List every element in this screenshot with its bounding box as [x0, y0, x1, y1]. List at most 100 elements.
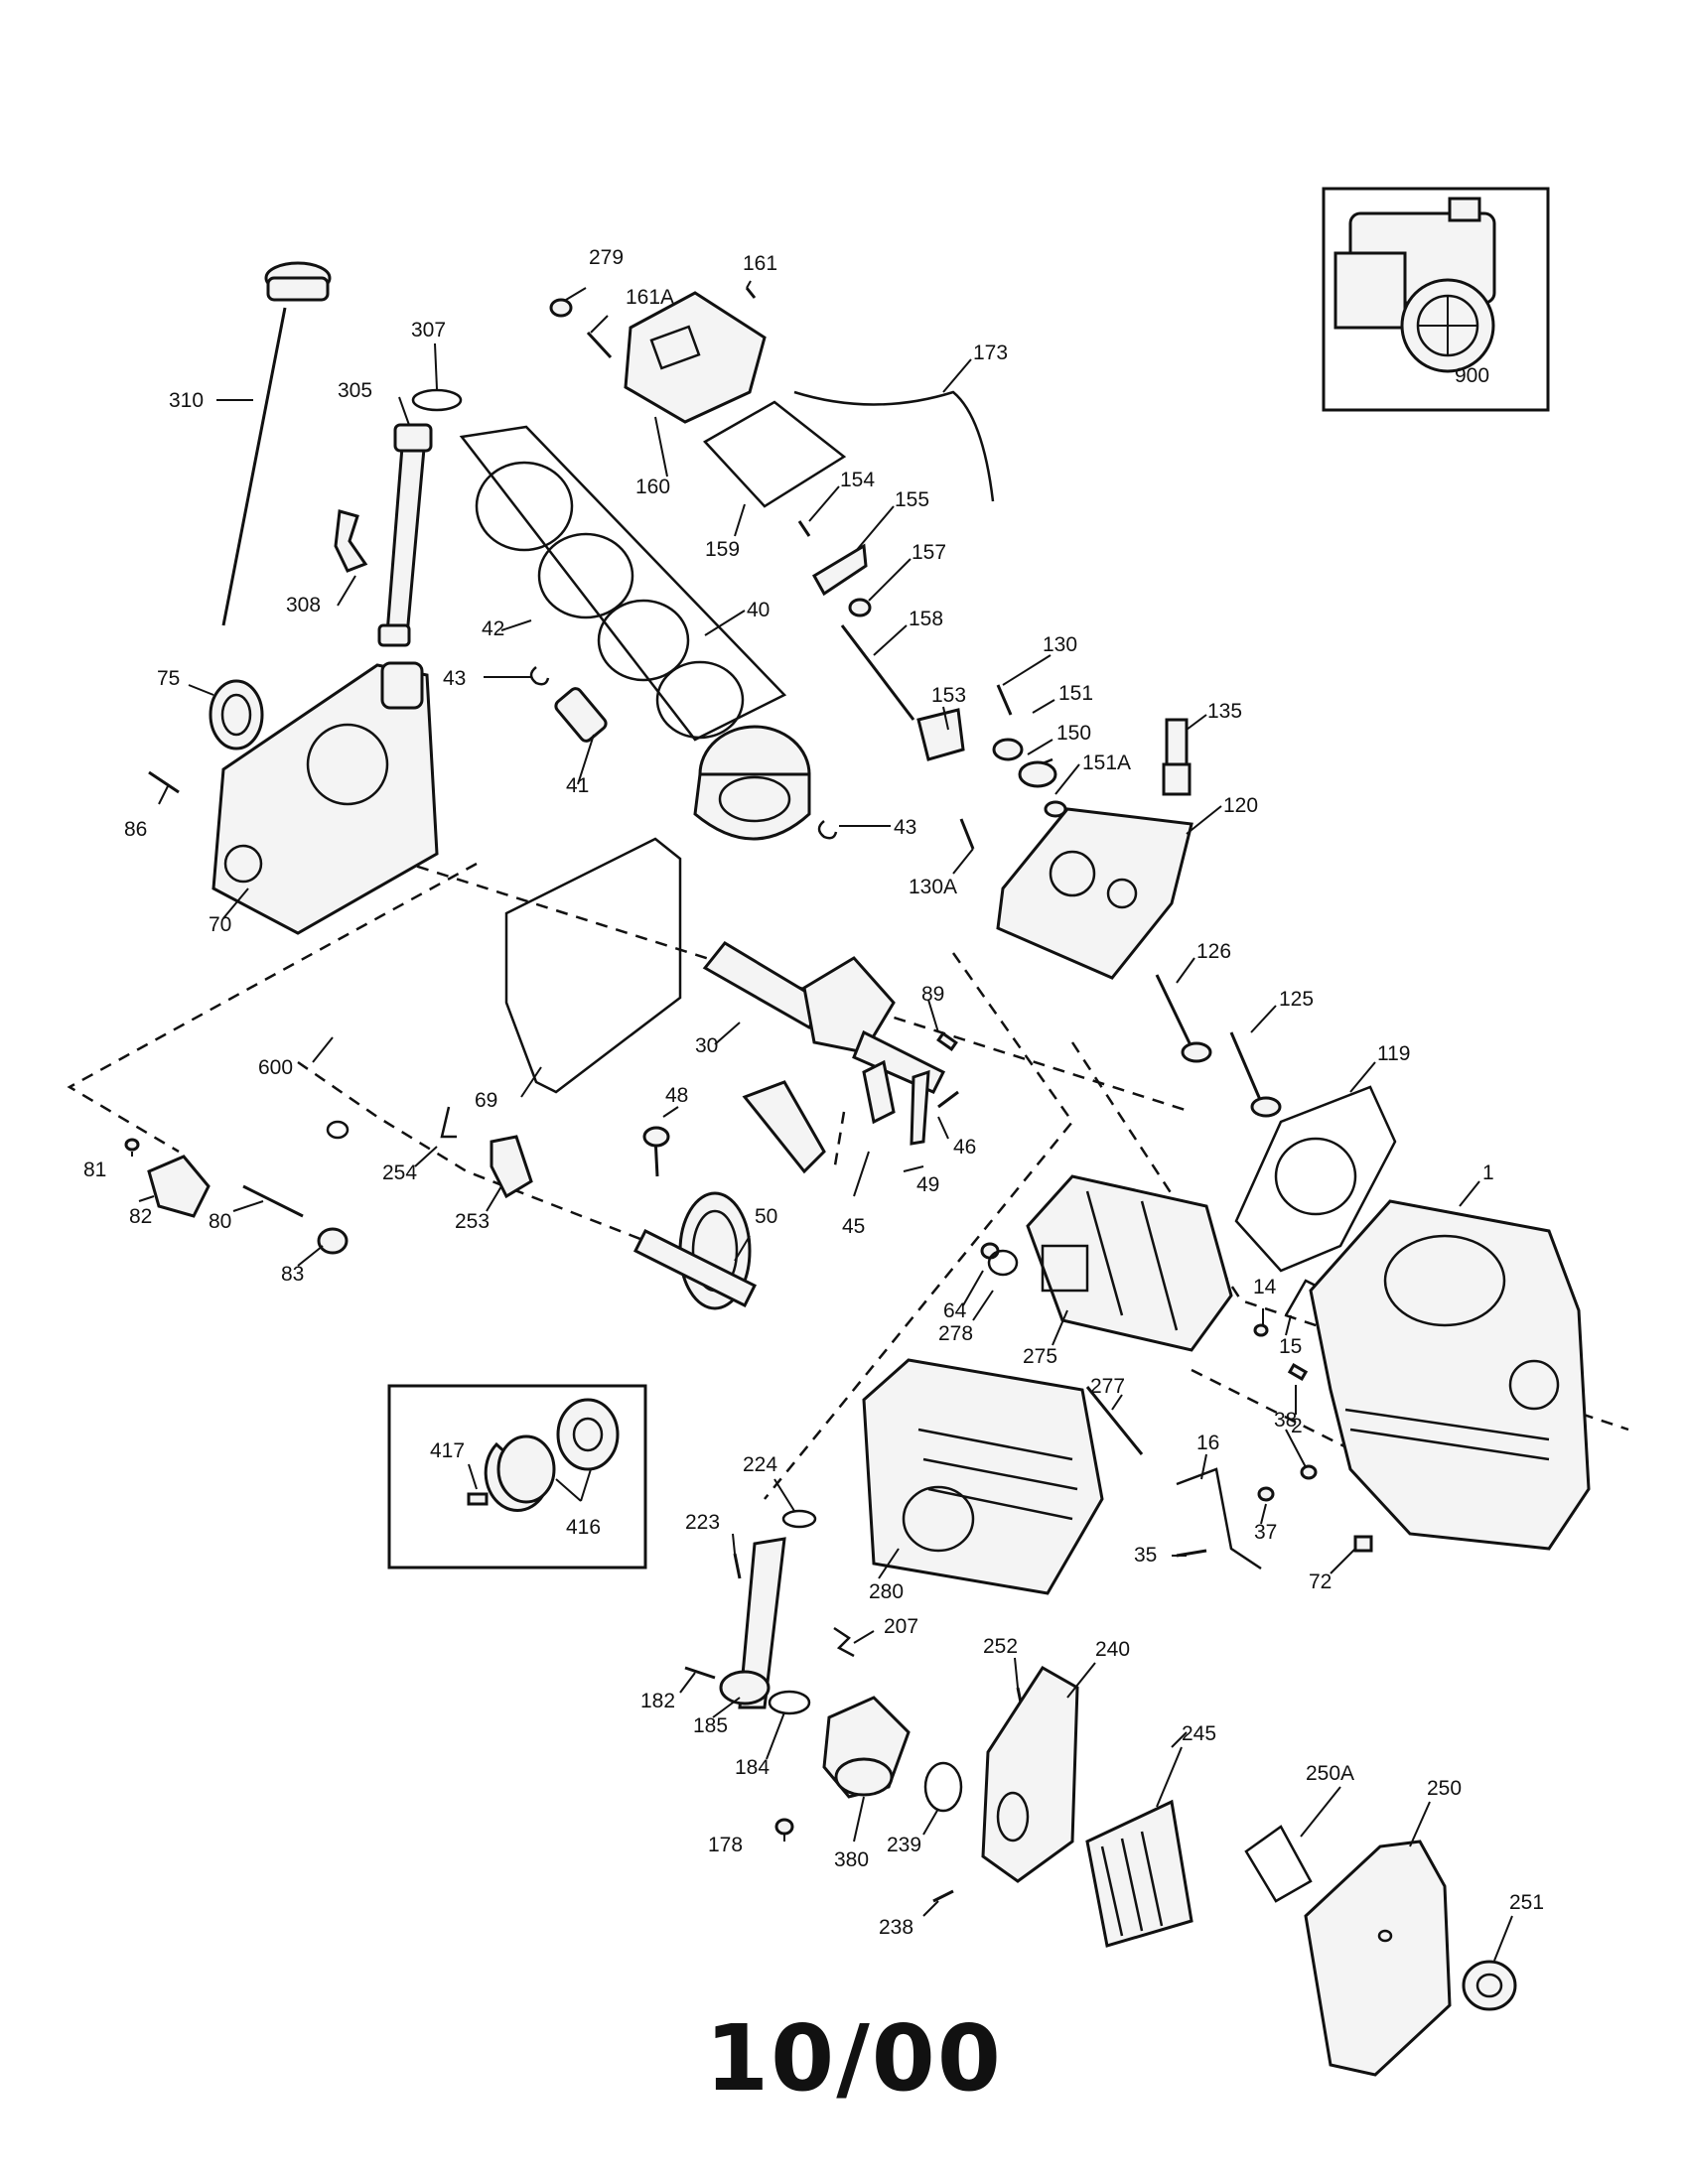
callout-49: 49 — [916, 1173, 939, 1196]
oil-sump-assembly — [148, 661, 439, 935]
callout-1: 1 — [1482, 1161, 1494, 1184]
air-cleaner-base — [981, 1665, 1079, 1883]
cylinder-head — [996, 807, 1193, 980]
callout-75: 75 — [157, 667, 180, 690]
callout-900: 900 — [1455, 364, 1489, 387]
callout-48: 48 — [665, 1084, 688, 1107]
callout-253: 253 — [455, 1210, 490, 1233]
spark-arrester-inset — [387, 1384, 647, 1570]
intake-assembly — [684, 1509, 817, 1709]
muffler — [1026, 1174, 1233, 1352]
callout-72: 72 — [1309, 1570, 1332, 1593]
callout-161A: 161A — [626, 286, 674, 309]
callout-16: 16 — [1196, 1432, 1219, 1454]
callout-278: 278 — [938, 1322, 973, 1345]
callout-120: 120 — [1223, 794, 1258, 817]
callout-161: 161 — [743, 252, 777, 275]
callout-280: 280 — [869, 1580, 904, 1603]
camshaft — [632, 1191, 758, 1310]
callout-310: 310 — [169, 389, 204, 412]
piston-and-pin — [554, 687, 811, 841]
engine-block — [1309, 1199, 1591, 1551]
piston-pin-clip — [817, 820, 838, 840]
callout-239: 239 — [887, 1834, 921, 1856]
callout-43b: 43 — [894, 816, 916, 839]
valve-spring-set — [959, 684, 1067, 850]
callout-251: 251 — [1509, 1891, 1544, 1914]
block-hardware — [1176, 1279, 1373, 1570]
callout-83: 83 — [281, 1263, 304, 1286]
breather-tube — [793, 390, 995, 502]
crankshaft — [702, 941, 946, 1094]
callout-223: 223 — [685, 1511, 720, 1534]
callout-30: 30 — [695, 1034, 718, 1057]
callout-154: 154 — [840, 469, 875, 491]
callout-64: 64 — [943, 1299, 967, 1322]
spark-plug — [1162, 718, 1192, 796]
callout-279: 279 — [589, 246, 624, 269]
air-filter — [1085, 1799, 1193, 1948]
callout-245: 245 — [1182, 1722, 1216, 1745]
callout-416: 416 — [566, 1516, 601, 1539]
governor-assembly — [124, 1106, 533, 1255]
callout-45: 45 — [842, 1215, 865, 1238]
callout-305: 305 — [338, 379, 372, 402]
callout-153: 153 — [931, 684, 966, 707]
callout-130A: 130A — [909, 876, 957, 898]
engine-overview-inset — [1322, 187, 1550, 412]
callout-126: 126 — [1196, 940, 1231, 963]
callout-81: 81 — [83, 1159, 106, 1181]
muffler-hardware — [980, 1242, 1144, 1455]
callout-70: 70 — [209, 913, 231, 936]
head-gasket — [1234, 1085, 1397, 1273]
callout-307: 307 — [411, 319, 446, 341]
callout-185: 185 — [693, 1714, 728, 1737]
callout-40: 40 — [747, 599, 770, 621]
callout-160: 160 — [635, 476, 670, 498]
callout-151A: 151A — [1082, 751, 1131, 774]
callout-275: 275 — [1023, 1345, 1057, 1368]
air-cleaner-cover — [1244, 1825, 1517, 2077]
callout-119: 119 — [1377, 1042, 1410, 1065]
callout-417: 417 — [430, 1439, 465, 1462]
callout-254: 254 — [382, 1161, 417, 1184]
callout-250A: 250A — [1306, 1762, 1354, 1785]
callout-157: 157 — [912, 541, 946, 564]
callout-240: 240 — [1095, 1638, 1130, 1661]
callout-308: 308 — [286, 594, 321, 616]
callout-leaders — [131, 280, 1513, 1962]
callout-252: 252 — [983, 1635, 1018, 1658]
callout-158: 158 — [909, 608, 943, 630]
callout-155: 155 — [895, 488, 929, 511]
callout-50: 50 — [755, 1205, 777, 1228]
piston-ring-set — [459, 425, 787, 742]
crank-key — [936, 1031, 958, 1051]
piston-pin-clip — [529, 666, 550, 686]
callout-2: 2 — [1291, 1415, 1303, 1437]
callout-182: 182 — [640, 1690, 675, 1712]
callout-labels: 279 161 161A 307 173 310 305 160 154 155… — [83, 246, 1544, 1939]
revision-date-code: 10/00 — [705, 2005, 1003, 2112]
dipstick — [221, 261, 332, 626]
callout-130: 130 — [1043, 633, 1077, 656]
callout-37: 37 — [1254, 1521, 1277, 1544]
rocker-arm-group — [797, 520, 965, 761]
callout-173: 173 — [973, 341, 1008, 364]
callout-80: 80 — [209, 1210, 231, 1233]
callout-82: 82 — [129, 1205, 152, 1228]
callout-42: 42 — [482, 617, 504, 640]
valves — [1155, 974, 1282, 1118]
callout-151: 151 — [1058, 682, 1093, 705]
callout-43a: 43 — [443, 667, 466, 690]
callout-150: 150 — [1056, 722, 1091, 745]
valve-cover — [549, 287, 847, 508]
callout-159: 159 — [705, 538, 740, 561]
callout-250: 250 — [1427, 1777, 1462, 1800]
callout-125: 125 — [1279, 988, 1314, 1011]
callout-14: 14 — [1253, 1276, 1277, 1298]
carburetor-assembly — [768, 1626, 911, 1836]
callout-380: 380 — [834, 1848, 869, 1871]
callout-207: 207 — [884, 1615, 918, 1638]
callout-277: 277 — [1090, 1375, 1125, 1398]
